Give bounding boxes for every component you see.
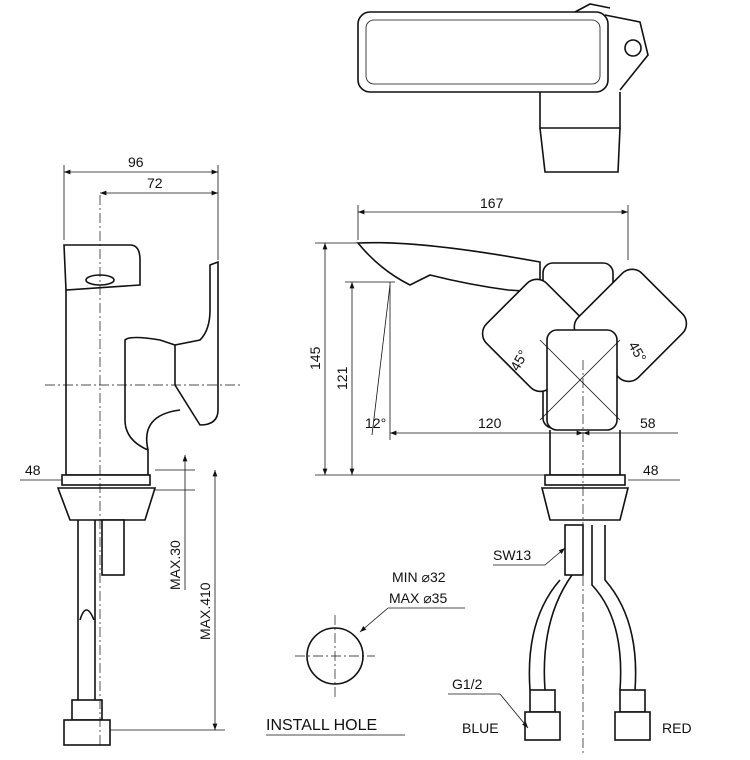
dim-max-30: MAX.30 <box>167 540 183 590</box>
side-view <box>45 195 240 746</box>
dim-72: 72 <box>147 175 163 191</box>
install-hole: MIN ⌀32 MAX ⌀35 INSTALL HOLE <box>266 569 465 736</box>
dim-58: 58 <box>640 415 656 431</box>
dim-121: 121 <box>334 366 350 390</box>
dim-167: 167 <box>480 195 504 211</box>
label-red: RED <box>662 720 692 736</box>
top-view <box>357 3 649 173</box>
label-g12: G1/2 <box>452 676 483 692</box>
label-sw13: SW13 <box>493 547 531 563</box>
dim-48-side: 48 <box>25 462 41 478</box>
install-hole-min: MIN ⌀32 <box>392 569 446 585</box>
front-dimensions: 167 145 121 12° 120 58 45° 45° 48 SW13 G… <box>307 195 692 736</box>
dim-120: 120 <box>478 415 502 431</box>
dim-145: 145 <box>307 346 323 370</box>
dim-48-front: 48 <box>643 462 659 478</box>
front-view <box>356 241 688 755</box>
dim-96: 96 <box>128 154 144 170</box>
install-hole-max: MAX ⌀35 <box>389 590 447 606</box>
label-blue: BLUE <box>462 720 499 736</box>
angle-12: 12° <box>365 415 386 431</box>
install-hole-title: INSTALL HOLE <box>266 717 377 734</box>
dim-max-410: MAX.410 <box>197 582 213 640</box>
side-dimensions: 96 72 48 MAX.30 MAX.410 <box>20 154 225 731</box>
